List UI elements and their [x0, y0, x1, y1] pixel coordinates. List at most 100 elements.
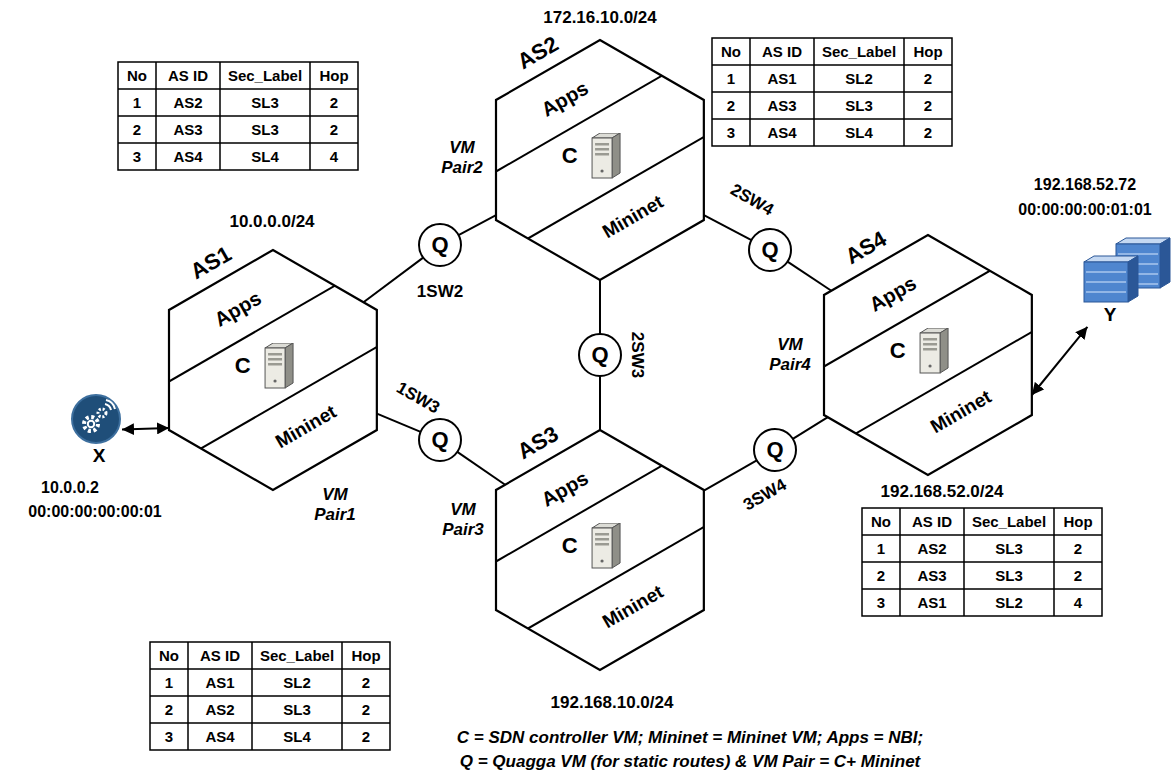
switch-label: 3SW4 [740, 475, 790, 515]
table-cell: 2 [727, 97, 735, 114]
table-cell: AS ID [200, 647, 240, 664]
table-cell: SL3 [995, 540, 1023, 557]
table-cell: Hop [319, 67, 348, 84]
table-cell: SL3 [251, 121, 279, 138]
quagga-circle: Q [578, 333, 622, 377]
table-cell: 3 [877, 594, 885, 611]
table-cell: SL2 [995, 594, 1023, 611]
table-cell: 3 [133, 148, 141, 165]
table-cell: AS4 [205, 728, 234, 745]
table-cell: AS3 [767, 97, 796, 114]
connector [599, 376, 601, 430]
table-cell: AS4 [767, 124, 796, 141]
table-cell: AS3 [917, 567, 946, 584]
band-divider [356, 38, 876, 338]
table-cell: AS1 [767, 70, 796, 87]
table-cell: 3 [165, 728, 173, 745]
device-icon [72, 395, 120, 443]
hexagon-border [824, 235, 1032, 475]
switch-label: 2SW4 [727, 180, 777, 220]
hexagon-fill [169, 250, 377, 490]
quagga-circle: Q [418, 223, 462, 267]
vm-pair-label: VM Pair1 [307, 485, 363, 524]
band-label: C [890, 338, 906, 364]
table-cell: AS2 [917, 540, 946, 557]
band-label: C [562, 533, 578, 559]
table-cell: SL2 [283, 674, 311, 691]
table-grid [118, 62, 358, 170]
server-icon [592, 523, 620, 568]
table-cell: Hop [913, 43, 942, 60]
ip-address: 192.168.52.72 [1034, 176, 1136, 194]
hexagon-border [496, 430, 704, 670]
switch-label: 2SW3 [627, 332, 647, 378]
table-cell: SL3 [283, 701, 311, 718]
connector [793, 417, 828, 439]
q-label: Q [753, 439, 797, 461]
table-cell: 4 [330, 148, 338, 165]
as-hexagon: AS4AppsCMininet [824, 235, 1032, 475]
table-cell: AS4 [173, 148, 202, 165]
quagga-circle: Q [418, 418, 462, 462]
table-cell: 2 [330, 121, 338, 138]
hexagon-fill [824, 235, 1032, 475]
connector [457, 452, 505, 485]
table-cell: AS1 [205, 674, 234, 691]
table-grid [150, 642, 390, 750]
table-cell: SL3 [251, 94, 279, 111]
controller-band: C [562, 523, 622, 569]
table-cell: SL3 [845, 97, 873, 114]
table-cell: 2 [362, 674, 370, 691]
band-divider [319, 364, 839, 664]
mac-address: 00:00:00:00:01:01 [1018, 201, 1151, 219]
vm-pair-label: VM Pair4 [762, 335, 818, 374]
table-cell: SL3 [995, 567, 1023, 584]
q-label: Q [418, 429, 462, 451]
connector [377, 414, 421, 432]
table-cell: Hop [351, 647, 380, 664]
table-cell: AS1 [917, 594, 946, 611]
table-cell: 2 [133, 121, 141, 138]
mac-address: 00:00:00:00:00:01 [28, 503, 161, 521]
table-cell: SL4 [283, 728, 311, 745]
table-cell: AS ID [762, 43, 802, 60]
table-cell: 2 [1074, 567, 1082, 584]
band-divider [647, 169, 1167, 469]
connector [363, 258, 423, 303]
q-label: Q [748, 239, 792, 261]
server-y: Y [1080, 232, 1172, 327]
band-divider [29, 248, 549, 548]
table-cell: 2 [924, 97, 932, 114]
table-cell: No [871, 513, 891, 530]
table-cell: 2 [330, 94, 338, 111]
server-icon-frame [1080, 232, 1172, 304]
table-grid [712, 38, 952, 146]
subnet-label: 192.168.52.0/24 [881, 482, 1004, 502]
table-grid [862, 508, 1102, 616]
table-cell: 2 [362, 701, 370, 718]
table-cell: 3 [727, 124, 735, 141]
hexagon-border [496, 40, 704, 280]
server-icon [592, 133, 620, 178]
table-cell: 2 [1074, 540, 1082, 557]
host-label: Y [1080, 304, 1140, 327]
table-cell: AS2 [205, 701, 234, 718]
connector [704, 215, 752, 240]
server-rack-icon [1084, 238, 1170, 302]
table-cell: Sec_Label [972, 513, 1046, 530]
host-x: X [70, 393, 122, 468]
table-cell: AS ID [912, 513, 952, 530]
subnet-label: 10.0.0.0/24 [229, 212, 314, 232]
hexagon-fill [496, 430, 704, 670]
table-cell: No [127, 67, 147, 84]
connector [122, 428, 169, 430]
quagga-circle: Q [748, 228, 792, 272]
table-cell: AS3 [173, 121, 202, 138]
server-icon [920, 328, 948, 373]
device-icon-frame [70, 393, 122, 445]
band-divider [319, 0, 839, 274]
table-cell: 1 [133, 94, 141, 111]
table-cell: 2 [165, 701, 173, 718]
table-cell: 2 [924, 70, 932, 87]
